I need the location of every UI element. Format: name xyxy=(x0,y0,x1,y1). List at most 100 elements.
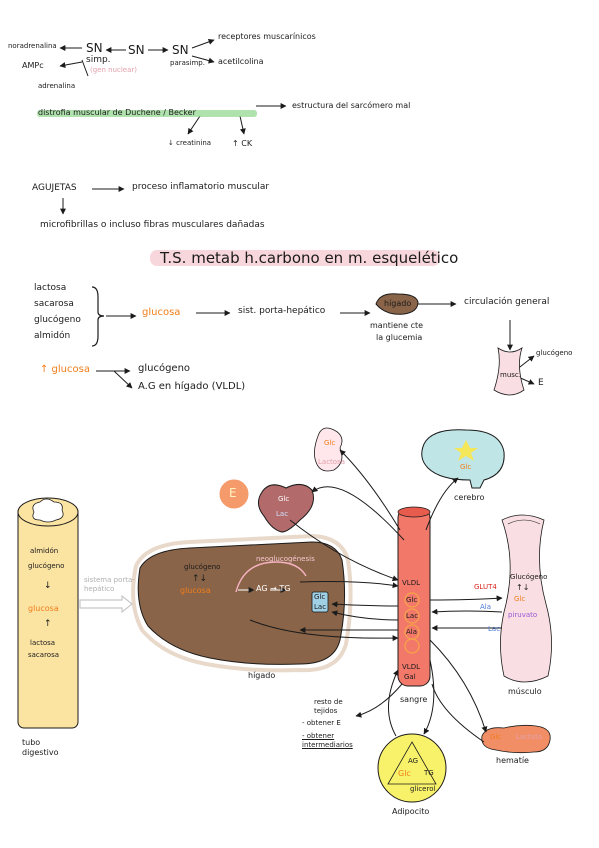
adipocyte-tg: TG xyxy=(424,769,434,777)
energy-circle xyxy=(219,479,249,509)
tubo-arrow-up: ↑ xyxy=(44,619,52,629)
hematie-label: hematíe xyxy=(496,756,529,765)
liver-box-glc xyxy=(311,591,329,613)
liver-shape xyxy=(137,541,346,665)
muscle-ala: Ala xyxy=(480,603,492,611)
neoglucogenesis-curve xyxy=(235,561,307,593)
text-ampc: AMPc xyxy=(22,61,44,70)
text-proceso: proceso inflamatorio muscular xyxy=(132,182,270,192)
tubo-arrow-down: ↓ xyxy=(44,581,52,591)
top-organ-glc: Glc xyxy=(324,439,336,447)
distrofia-highlight xyxy=(37,110,257,117)
diagram-arrows xyxy=(249,449,503,743)
text-simp: simp. xyxy=(86,55,111,65)
page-title: T.S. metab h.carbono en m. esquelético xyxy=(160,249,459,267)
text-noradrenalina: noradrenalina xyxy=(8,42,57,50)
tubo-lactosa: lactosa xyxy=(30,639,56,647)
adipocyte-glicerol: glicerol xyxy=(410,785,436,793)
vessel-lac: Lac xyxy=(406,612,419,620)
title-highlight xyxy=(150,250,440,266)
tubo-almidon: almidón xyxy=(30,547,59,555)
hematie-lactato: Lactato xyxy=(516,733,543,741)
top-arrows xyxy=(59,39,287,215)
top-organ-shape xyxy=(314,427,343,472)
higado-label: hígado xyxy=(248,671,276,680)
muscle-glucogeno: Glucógeno xyxy=(510,573,548,581)
energy-e: E xyxy=(229,486,237,500)
flow-glucemia: la glucemia xyxy=(376,333,423,342)
liver-arrows: ↑↓ xyxy=(192,574,208,584)
tubo-glucogeno: glucógeno xyxy=(28,562,65,570)
text-ck: ↑ CK xyxy=(232,139,253,148)
muscle-arrows: ↑↓ xyxy=(516,583,530,592)
musculo-label: músculo xyxy=(508,687,542,696)
flow-circulacion: circulación general xyxy=(464,297,550,307)
sistema-label: sistema porta-hepático xyxy=(84,576,135,594)
liver-box-glc-text: Glc xyxy=(314,593,326,601)
text-acetilcolina: acetilcolina xyxy=(218,57,264,66)
hematie-glc: Glc xyxy=(490,733,502,741)
vessel-ala: Ala xyxy=(406,628,418,636)
flow-mantiene: mantiene cte xyxy=(370,321,424,330)
sangre-label: sangre xyxy=(400,695,428,704)
text-sn-simp: SN xyxy=(86,41,103,55)
hematie-shape xyxy=(481,724,551,754)
heart-shape xyxy=(258,484,314,533)
text-parasimp: parasimp. xyxy=(170,59,205,67)
sugar-item: almidón xyxy=(34,331,71,341)
text-microfibrillas: microfibrillas o incluso fibras muscular… xyxy=(40,220,265,230)
adipocyte-shape xyxy=(377,733,447,803)
sugars-brace xyxy=(91,286,105,347)
increase-glucogeno: glucógeno xyxy=(138,363,191,374)
muscle-glut4: GLUT4 xyxy=(474,583,497,591)
adipocyte-glc: Glc xyxy=(398,769,411,778)
small-muscle-shape xyxy=(493,347,525,396)
adipocito-label: Adipocito xyxy=(392,807,430,816)
top-organ-lactosa: Lactosa xyxy=(318,458,346,466)
flow-e: E xyxy=(538,378,544,388)
vessel-gal: Gal xyxy=(404,673,416,681)
resto-label: resto de tejidos xyxy=(314,698,343,716)
increase-glucosa: ↑ glucosa xyxy=(40,364,90,375)
text-sn-parasimp: SN xyxy=(172,43,189,57)
sugar-item: sacarosa xyxy=(34,299,74,309)
brain-glc: Glc xyxy=(460,463,472,471)
text-gen-nuclear: (gen nuclear) xyxy=(90,66,138,74)
tubo-label: tubo digestivo xyxy=(22,738,59,758)
small-liver-shape xyxy=(375,293,419,315)
tubo-glucosa: glucosa xyxy=(28,604,59,613)
muscle-glc: Glc xyxy=(514,595,526,603)
brain-shape xyxy=(421,429,505,489)
resto-obtener-e: - obtener E xyxy=(302,719,341,727)
liver-ag-tg: AG → TG xyxy=(256,584,291,593)
vessel-glc: Glc xyxy=(406,596,418,604)
cerebro-label: cerebro xyxy=(454,493,485,502)
muscle-shape xyxy=(500,514,552,683)
vessel-vldl: VLDL xyxy=(402,579,420,587)
flow-musc: musc. xyxy=(500,371,521,379)
flow-higado: hígado xyxy=(384,299,412,308)
text-adrenalina: adrenalina xyxy=(38,82,76,90)
flow-glucogeno: glucógeno xyxy=(536,349,573,357)
digestive-tube-shape xyxy=(17,497,79,729)
flow-glucosa: glucosa xyxy=(142,307,181,318)
liver-glucogeno: glucógeno xyxy=(184,563,221,571)
heart-glc: Glc xyxy=(278,495,290,503)
text-estructura: estructura del sarcómero mal xyxy=(292,101,411,110)
flow-sist: sist. porta-hepático xyxy=(238,306,326,316)
adipocyte-ag: AG xyxy=(408,757,419,765)
vessel-circles xyxy=(404,592,420,654)
brain-star xyxy=(454,440,478,461)
portal-arrow xyxy=(79,594,133,614)
tubo-sacarosa: sacarosa xyxy=(28,651,60,659)
increase-ag: A.G en hígado (VLDL) xyxy=(138,381,246,392)
sugar-item: lactosa xyxy=(34,283,67,293)
muscle-lac: Lac xyxy=(488,625,501,633)
resto-obtener-int: - obtener intermediarios xyxy=(302,732,353,750)
liver-neoglucogenesis: neoglucogénesis xyxy=(256,555,315,563)
vessel-vldl2: VLDL xyxy=(402,663,420,671)
text-distrofia: distrofia muscular de Duchene / Becker xyxy=(38,108,196,117)
text-receptores: receptores muscarínicos xyxy=(218,32,316,41)
liver-box-lac-text: Lac xyxy=(314,603,327,611)
